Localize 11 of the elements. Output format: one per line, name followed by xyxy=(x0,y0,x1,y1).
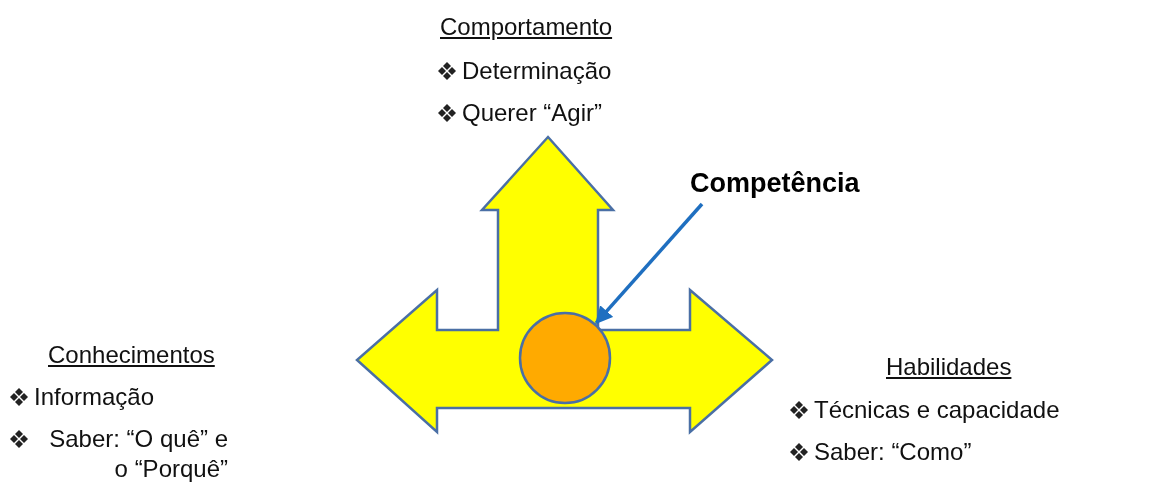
bullet-text: Saber: “Como” xyxy=(814,437,972,467)
heading: Habilidades xyxy=(886,352,1012,382)
bullet-text: Querer “Agir” xyxy=(462,98,603,128)
heading: Conhecimentos xyxy=(48,340,215,370)
arrow xyxy=(594,202,704,325)
node-label: Competência xyxy=(690,168,860,198)
bullet-text: Informação xyxy=(34,382,155,412)
bullet-text: Técnicas e capacidade xyxy=(814,395,1060,425)
bullet-text: Saber: “O quê” e o “Porquê” xyxy=(48,424,228,484)
bullet-text: Determinação xyxy=(462,56,612,86)
heading: Comportamento xyxy=(440,12,613,42)
